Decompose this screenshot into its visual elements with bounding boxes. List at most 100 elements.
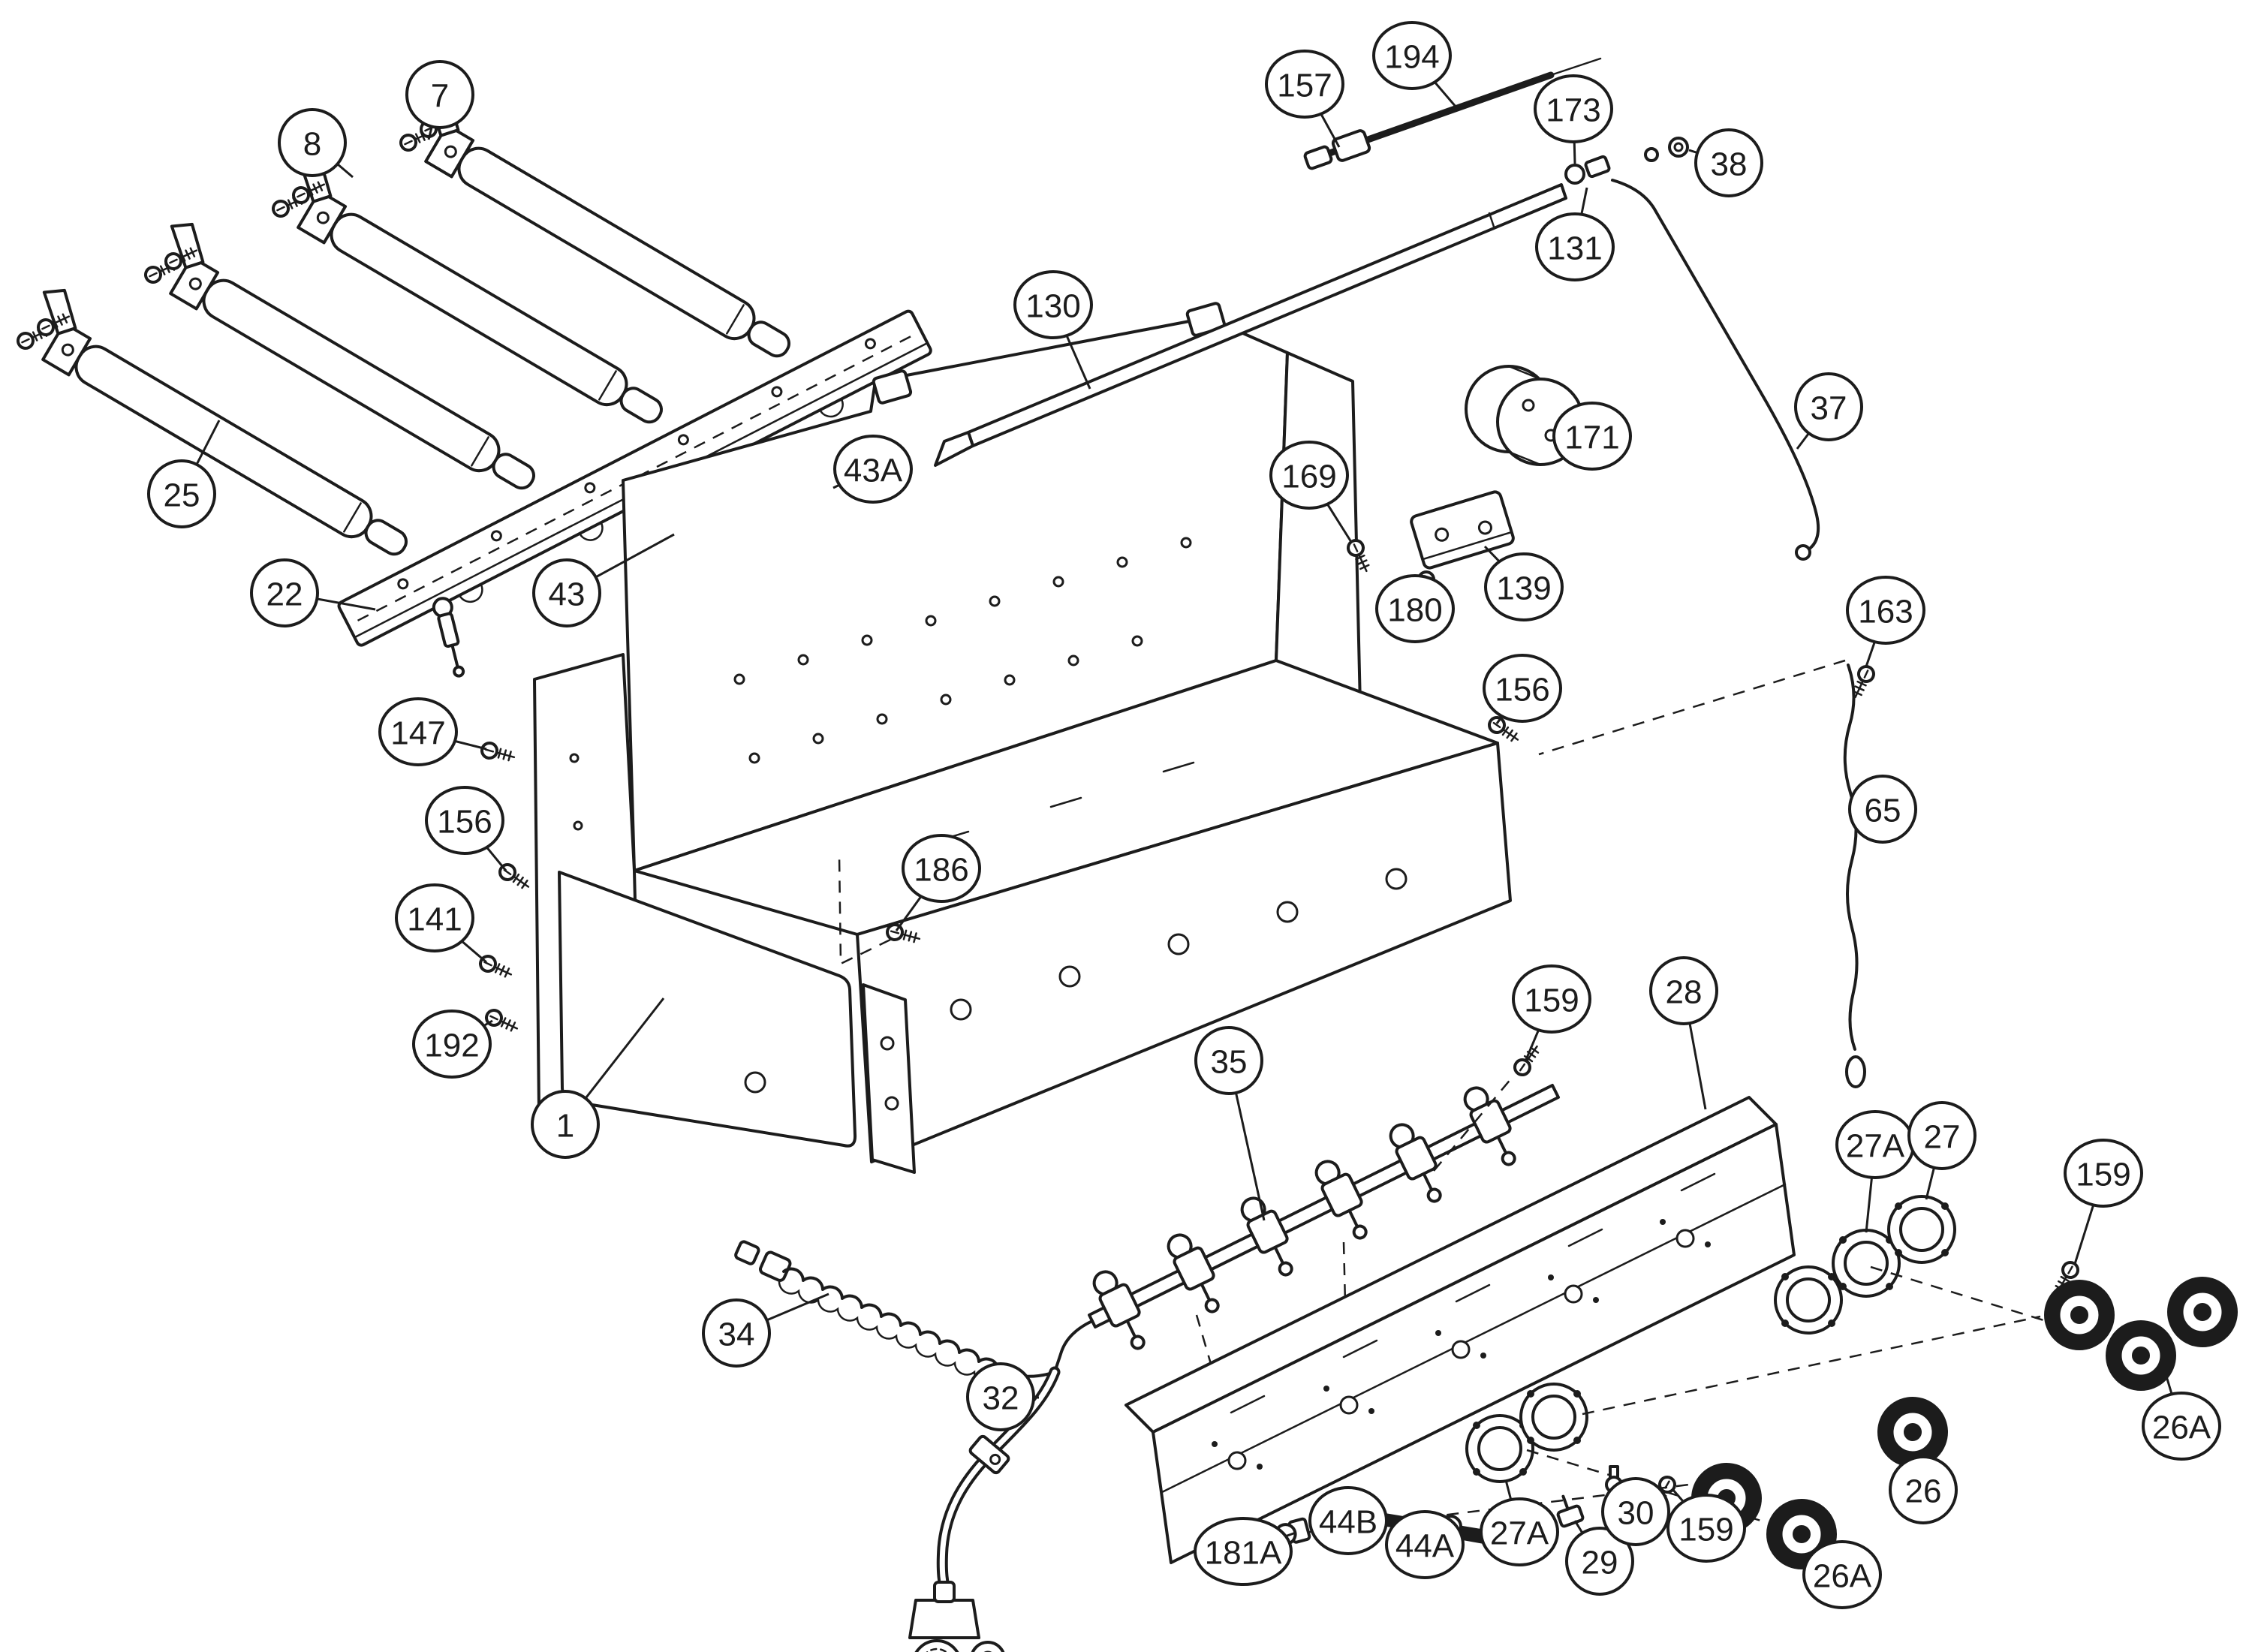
callout-44B[interactable]: 44B bbox=[1308, 1486, 1388, 1555]
callout-27[interactable]: 27 bbox=[1907, 1101, 1977, 1200]
callout-label-1: 1 bbox=[556, 1108, 574, 1145]
callout-159-b[interactable]: 159 bbox=[2064, 1139, 2143, 1265]
callout-label-159-c: 159 bbox=[1678, 1512, 1733, 1548]
callout-7[interactable]: 7 bbox=[405, 60, 474, 140]
crossover-tube bbox=[934, 183, 1567, 467]
callout-label-35: 35 bbox=[1211, 1044, 1248, 1081]
screw-141 bbox=[476, 952, 516, 983]
callout-147[interactable]: 147 bbox=[378, 697, 487, 766]
callout-35[interactable]: 35 bbox=[1194, 1026, 1266, 1221]
mounting-bracket-139 bbox=[1410, 490, 1515, 570]
callout-180[interactable]: 180 bbox=[1375, 574, 1455, 643]
callout-159-c[interactable]: 159 bbox=[1666, 1488, 1746, 1563]
screw-159-a bbox=[1510, 1040, 1545, 1079]
callout-169[interactable]: 169 bbox=[1269, 441, 1353, 543]
part-artwork bbox=[14, 57, 2238, 1652]
callout-26A-b[interactable]: 26A bbox=[1802, 1540, 1882, 1609]
callout-label-157: 157 bbox=[1277, 68, 1332, 104]
callout-label-181A: 181A bbox=[1205, 1535, 1282, 1572]
callout-label-194: 194 bbox=[1384, 39, 1439, 76]
regulator bbox=[908, 1581, 1005, 1652]
callout-171[interactable]: 171 bbox=[1552, 402, 1632, 471]
callout-label-65: 65 bbox=[1865, 793, 1901, 829]
callout-156-left[interactable]: 156 bbox=[425, 786, 507, 871]
callout-label-130: 130 bbox=[1025, 288, 1080, 325]
control-panel bbox=[1124, 1096, 1796, 1564]
callout-43[interactable]: 43 bbox=[532, 533, 675, 627]
callout-141[interactable]: 141 bbox=[395, 883, 487, 964]
callout-label-37: 37 bbox=[1811, 390, 1847, 427]
callout-27A-b[interactable]: 27A bbox=[1480, 1479, 1559, 1566]
burner-tube-assembly bbox=[14, 90, 790, 556]
callout-28[interactable]: 28 bbox=[1649, 956, 1718, 1110]
callout-8[interactable]: 8 bbox=[278, 108, 354, 179]
callout-26[interactable]: 26 bbox=[1889, 1455, 1958, 1524]
igniter-electrode-assembly bbox=[1303, 57, 1820, 561]
callout-label-27A-b: 27A bbox=[1490, 1515, 1549, 1552]
callout-label-32: 32 bbox=[983, 1380, 1019, 1417]
callout-label-8: 8 bbox=[303, 126, 321, 163]
callout-label-159-b: 159 bbox=[2076, 1157, 2130, 1193]
callout-157[interactable]: 157 bbox=[1265, 50, 1344, 148]
callout-139[interactable]: 139 bbox=[1483, 545, 1564, 621]
callout-label-192: 192 bbox=[424, 1028, 479, 1064]
callout-25[interactable]: 25 bbox=[147, 420, 221, 528]
callout-label-29: 29 bbox=[1582, 1545, 1618, 1581]
callout-194[interactable]: 194 bbox=[1372, 21, 1458, 108]
callout-label-159-a: 159 bbox=[1524, 982, 1579, 1019]
callout-30[interactable]: 30 bbox=[1601, 1477, 1670, 1546]
callout-156-right[interactable]: 156 bbox=[1483, 654, 1562, 724]
callout-label-180: 180 bbox=[1387, 592, 1442, 629]
callout-65[interactable]: 65 bbox=[1848, 775, 1917, 844]
callout-label-34: 34 bbox=[718, 1316, 755, 1353]
matchstick-chain bbox=[1538, 659, 1878, 1088]
callout-label-26A-a: 26A bbox=[2152, 1410, 2211, 1446]
callout-label-139: 139 bbox=[1496, 570, 1551, 607]
callout-label-27: 27 bbox=[1924, 1119, 1961, 1156]
callout-22[interactable]: 22 bbox=[250, 558, 376, 627]
part-29 bbox=[1556, 1494, 1585, 1528]
callout-label-38: 38 bbox=[1711, 146, 1748, 183]
callout-34[interactable]: 34 bbox=[702, 1292, 829, 1368]
callout-159-a[interactable]: 159 bbox=[1512, 964, 1591, 1062]
callout-173[interactable]: 173 bbox=[1534, 74, 1613, 164]
callout-26A-a[interactable]: 26A bbox=[2142, 1361, 2221, 1461]
callout-37[interactable]: 37 bbox=[1794, 372, 1863, 450]
hose-and-regulator bbox=[734, 1240, 1061, 1652]
callout-label-141: 141 bbox=[407, 901, 462, 938]
firebox bbox=[533, 302, 1512, 1174]
control-knobs bbox=[1526, 1258, 2238, 1570]
callout-label-22: 22 bbox=[266, 576, 303, 613]
callout-label-186: 186 bbox=[914, 852, 968, 889]
callout-163[interactable]: 163 bbox=[1846, 576, 1925, 667]
callout-32[interactable]: 32 bbox=[966, 1362, 1040, 1431]
callout-130[interactable]: 130 bbox=[1013, 270, 1093, 390]
callout-label-147: 147 bbox=[390, 715, 445, 752]
callout-label-156-right: 156 bbox=[1495, 672, 1549, 709]
callout-181A[interactable]: 181A bbox=[1194, 1517, 1296, 1586]
callout-label-44B: 44B bbox=[1319, 1504, 1377, 1541]
callout-label-26A-b: 26A bbox=[1813, 1558, 1872, 1595]
callout-label-26: 26 bbox=[1905, 1473, 1942, 1510]
callout-label-27A-a: 27A bbox=[1846, 1128, 1905, 1165]
callout-label-173: 173 bbox=[1546, 92, 1600, 129]
screw-147 bbox=[478, 739, 518, 766]
callout-label-131: 131 bbox=[1547, 230, 1602, 267]
callout-44A[interactable]: 44A bbox=[1385, 1510, 1465, 1579]
callout-label-156-left: 156 bbox=[437, 804, 492, 841]
callout-label-171: 171 bbox=[1564, 420, 1619, 456]
callout-131[interactable]: 131 bbox=[1535, 187, 1615, 281]
callout-label-44A: 44A bbox=[1395, 1528, 1455, 1565]
callout-1[interactable]: 1 bbox=[531, 998, 665, 1159]
callout-label-28: 28 bbox=[1666, 974, 1703, 1011]
callout-38[interactable]: 38 bbox=[1688, 128, 1763, 197]
callout-43A[interactable]: 43A bbox=[832, 435, 913, 504]
callout-label-25: 25 bbox=[164, 477, 200, 514]
callout-29[interactable]: 29 bbox=[1565, 1520, 1634, 1596]
callout-label-43: 43 bbox=[549, 576, 586, 613]
callout-186[interactable]: 186 bbox=[895, 834, 981, 931]
callout-192[interactable]: 192 bbox=[412, 1010, 493, 1079]
